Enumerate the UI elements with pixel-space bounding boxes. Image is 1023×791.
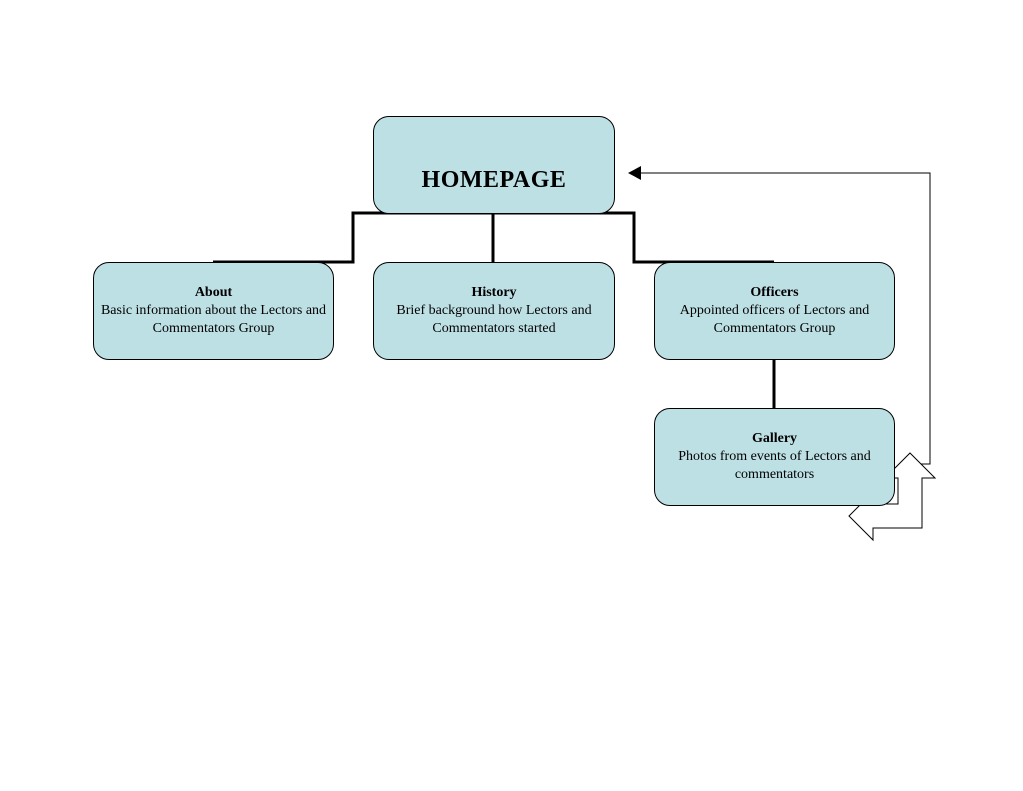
homepage-node[interactable]: HOMEPAGE bbox=[373, 116, 615, 214]
gallery-node[interactable]: Gallery Photos from events of Lectors an… bbox=[654, 408, 895, 506]
homepage-title: HOMEPAGE bbox=[421, 166, 567, 193]
about-node[interactable]: About Basic information about the Lector… bbox=[93, 262, 334, 360]
history-title: History bbox=[471, 285, 517, 300]
history-node[interactable]: History Brief background how Lectors and… bbox=[373, 262, 615, 360]
history-description: Brief background how Lectors and Comment… bbox=[396, 303, 592, 336]
officers-title: Officers bbox=[750, 285, 799, 300]
gallery-description: Photos from events of Lectors and commen… bbox=[678, 449, 871, 482]
connector-home-about bbox=[213, 211, 373, 264]
officers-node[interactable]: Officers Appointed officers of Lectors a… bbox=[654, 262, 895, 360]
uturn-arrow-icon bbox=[848, 452, 937, 542]
officers-description: Appointed officers of Lectors and Commen… bbox=[679, 303, 870, 336]
gallery-title: Gallery bbox=[751, 431, 798, 446]
arrowhead-to-home-icon bbox=[628, 166, 641, 180]
about-title: About bbox=[194, 285, 233, 300]
connector-gallery-home-return bbox=[641, 172, 931, 465]
about-description: Basic information about the Lectors and … bbox=[100, 303, 327, 336]
connector-home-officers bbox=[614, 211, 774, 264]
